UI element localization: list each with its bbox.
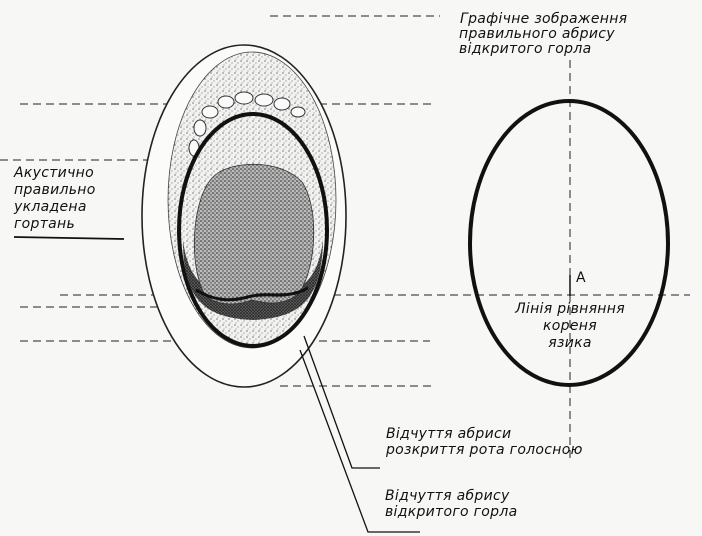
tongue-line-label-2: кореня bbox=[510, 319, 630, 333]
acoustic-label-line-1: Акустично bbox=[14, 166, 94, 180]
feel-mouth-label-2: розкриття рота голосною bbox=[386, 443, 583, 457]
feel-throat-label-1: Відчуття абрису bbox=[385, 489, 510, 503]
mouth-drawing bbox=[142, 45, 346, 387]
tongue-line-label-1: Лінія рівняння bbox=[510, 302, 630, 316]
acoustic-label-line-2: правильно bbox=[14, 183, 96, 197]
graphic-title-line-1: Графічне зображення bbox=[460, 12, 627, 26]
graphic-title-line-2: правильного абрису bbox=[459, 27, 615, 41]
acoustic-label-underline bbox=[14, 237, 124, 239]
tongue bbox=[194, 164, 313, 304]
feel-throat-label-2: відкритого горла bbox=[385, 505, 518, 519]
acoustic-label-line-3: укладена bbox=[14, 200, 87, 214]
point-a-label: А bbox=[576, 271, 586, 285]
feel-mouth-label-1: Відчуття абриси bbox=[386, 427, 511, 441]
graphic-title-line-3: відкритого горла bbox=[459, 42, 592, 56]
tongue-line-label-3: язика bbox=[510, 336, 630, 350]
feel-mouth-leader bbox=[304, 336, 380, 468]
acoustic-label-line-4: гортань bbox=[14, 217, 75, 231]
